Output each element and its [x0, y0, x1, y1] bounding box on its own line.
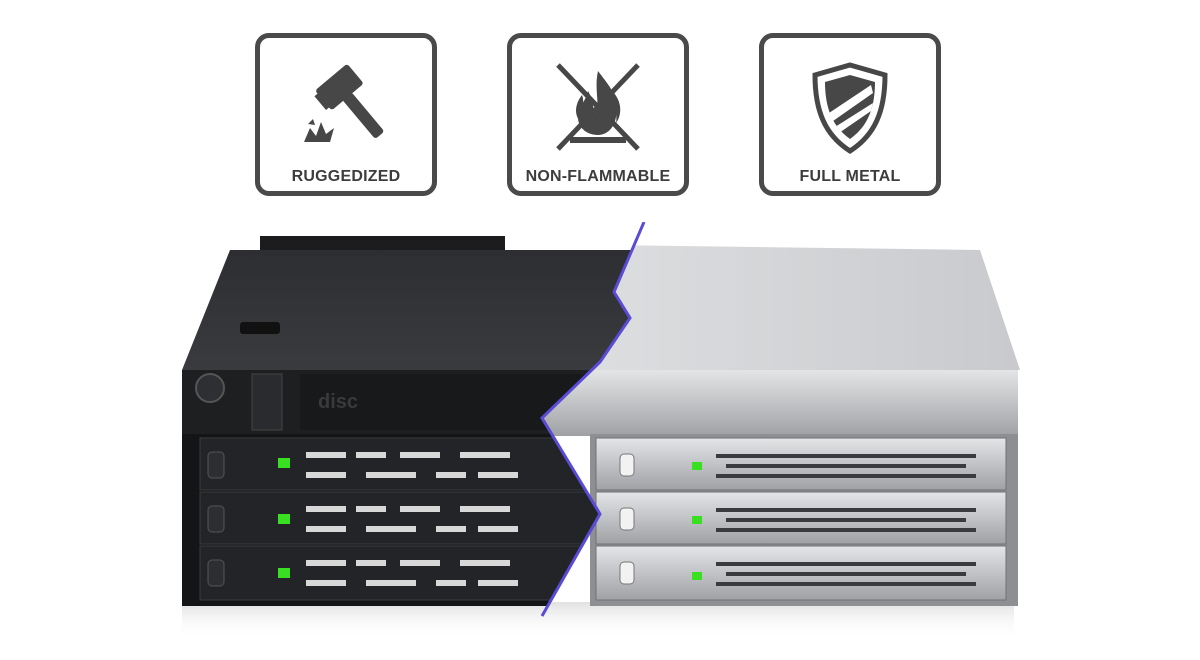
- shield-icon: [764, 52, 936, 162]
- no-fire-icon: [512, 52, 684, 162]
- feature-label: NON-FLAMMABLE: [525, 168, 671, 185]
- brand-plate: disc: [318, 391, 358, 413]
- feature-badge-ruggedized: RUGGEDIZED: [255, 33, 437, 196]
- split-divider: [540, 222, 646, 617]
- feature-label: FULL METAL: [799, 168, 901, 185]
- hammer-icon: [260, 52, 432, 162]
- drive-enclosure: disc: [182, 222, 1020, 640]
- feature-label: RUGGEDIZED: [291, 168, 401, 185]
- black-bay-2[interactable]: [199, 491, 760, 545]
- feature-badge-non-flammable: NON-FLAMMABLE: [507, 33, 689, 196]
- feature-badge-full-metal: FULL METAL: [759, 33, 941, 196]
